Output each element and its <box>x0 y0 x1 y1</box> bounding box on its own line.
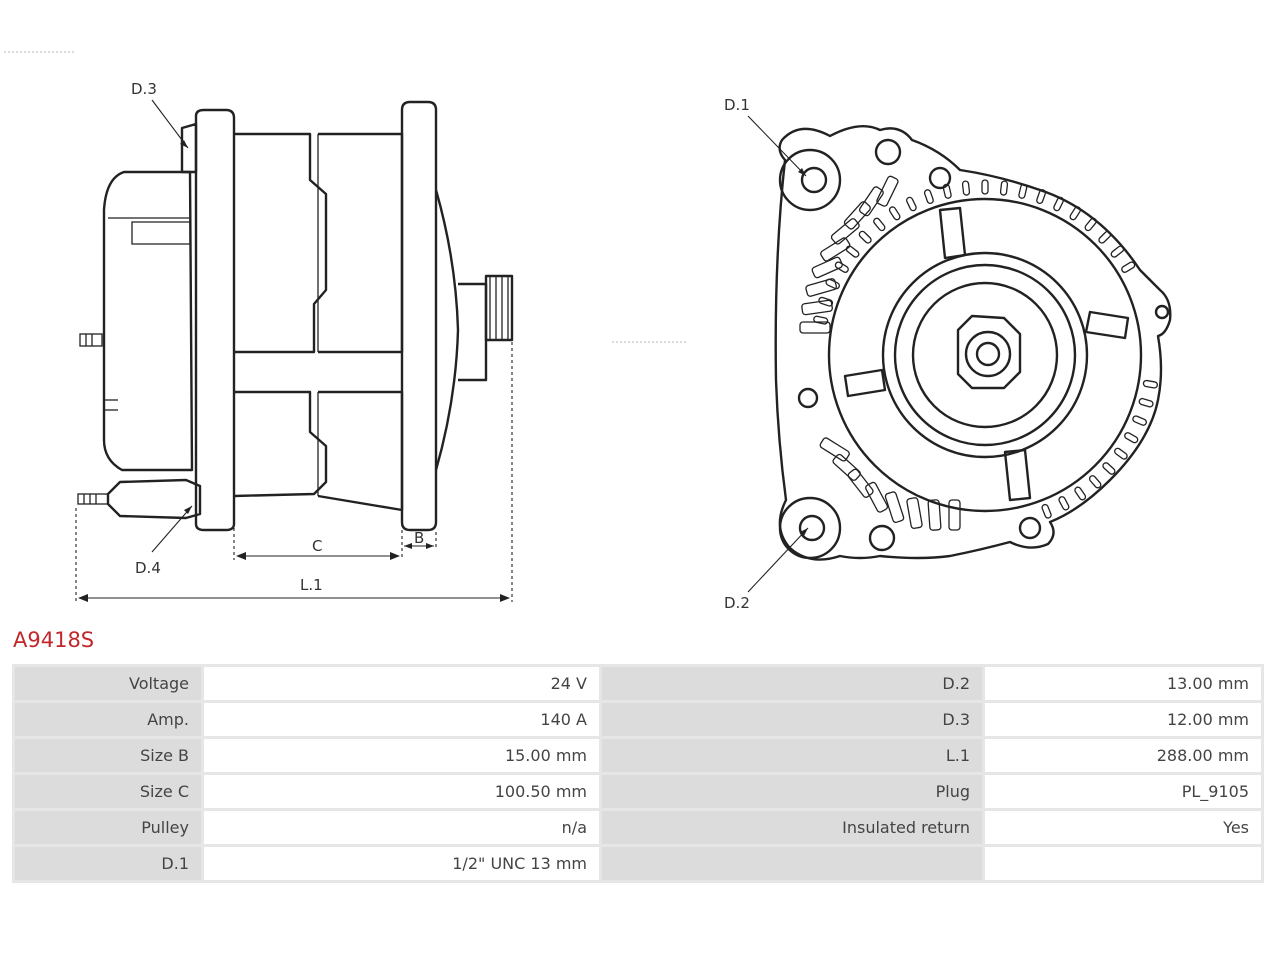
spec-label: Voltage <box>15 667 201 700</box>
spec-value: n/a <box>204 811 599 844</box>
d4-label: D.4 <box>135 559 161 577</box>
vent-fin <box>858 230 872 244</box>
spec-value: 288.00 mm <box>985 739 1261 772</box>
spec-value: 15.00 mm <box>204 739 599 772</box>
vent-fin <box>1098 230 1112 244</box>
vent-fin <box>1110 245 1125 258</box>
spec-value: 12.00 mm <box>985 703 1261 736</box>
vent-fin <box>1114 447 1128 460</box>
vent-fin <box>1132 415 1147 426</box>
vent-fin <box>1018 183 1028 199</box>
spec-value: 13.00 mm <box>985 667 1261 700</box>
vent-fin <box>834 261 849 273</box>
vent-fin <box>1058 496 1070 511</box>
d3-label: D.3 <box>131 80 157 98</box>
table-row: Size C 100.50 mm Plug PL_9105 <box>15 775 1261 808</box>
vent-fin <box>942 183 952 199</box>
vent-fin <box>1036 189 1047 205</box>
spec-value: PL_9105 <box>985 775 1261 808</box>
vent-fin <box>961 180 971 196</box>
spec-value: 140 A <box>204 703 599 736</box>
d1-label: D.1 <box>724 96 750 114</box>
vent-fin <box>905 196 917 212</box>
vent-fin <box>981 179 989 195</box>
spec-label: L.1 <box>602 739 982 772</box>
spec-label: D.1 <box>15 847 201 880</box>
spec-value: Yes <box>985 811 1261 844</box>
vent-fin <box>1124 432 1139 444</box>
vent-fin <box>818 296 834 307</box>
vent-fin <box>923 189 934 205</box>
vent-fin <box>1069 206 1082 221</box>
table-row: Size B 15.00 mm L.1 288.00 mm <box>15 739 1261 772</box>
alternator-technical-drawing: D.3 D.4 C B L.1 <box>4 51 1172 612</box>
spec-label: Size C <box>15 775 201 808</box>
spec-label: Insulated return <box>602 811 982 844</box>
spec-label: D.2 <box>602 667 982 700</box>
part-number-heading: A9418S <box>13 628 95 652</box>
vent-fin <box>1053 196 1065 212</box>
vent-fin <box>1121 261 1136 273</box>
vent-fin <box>999 180 1009 196</box>
spec-value: 100.50 mm <box>204 775 599 808</box>
vent-fin <box>1084 217 1097 232</box>
table-row: Pulley n/a Insulated return Yes <box>15 811 1261 844</box>
vent-fin <box>825 278 840 290</box>
spec-label: Amp. <box>15 703 201 736</box>
vent-fin <box>888 206 901 221</box>
vent-fin <box>845 245 860 258</box>
table-row: Voltage 24 V D.2 13.00 mm <box>15 667 1261 700</box>
side-view-drawing <box>75 99 514 602</box>
vent-fin <box>1074 486 1087 501</box>
table-row: D.1 1/2" UNC 13 mm <box>15 847 1261 880</box>
table-row: Amp. 140 A D.3 12.00 mm <box>15 703 1261 736</box>
vent-fin <box>1088 475 1102 489</box>
vent-fin <box>813 315 829 325</box>
b-dimension-label: B <box>414 529 424 547</box>
spec-label: Plug <box>602 775 982 808</box>
d2-label: D.2 <box>724 594 750 612</box>
vent-fin <box>1041 503 1052 519</box>
spec-label: D.3 <box>602 703 982 736</box>
vent-fin <box>1102 462 1116 475</box>
spec-value: 24 V <box>204 667 599 700</box>
front-view-drawing <box>747 115 1172 593</box>
l1-dimension-label: L.1 <box>300 576 323 594</box>
spec-label <box>602 847 982 880</box>
spec-table: Voltage 24 V D.2 13.00 mm Amp. 140 A D.3… <box>12 664 1264 883</box>
spec-value <box>985 847 1261 880</box>
vent-fin <box>873 217 886 232</box>
c-dimension-label: C <box>312 537 322 555</box>
spec-label: Size B <box>15 739 201 772</box>
spec-label: Pulley <box>15 811 201 844</box>
vent-fin <box>1138 397 1154 408</box>
vent-fin <box>1142 379 1158 389</box>
spec-value: 1/2" UNC 13 mm <box>204 847 599 880</box>
